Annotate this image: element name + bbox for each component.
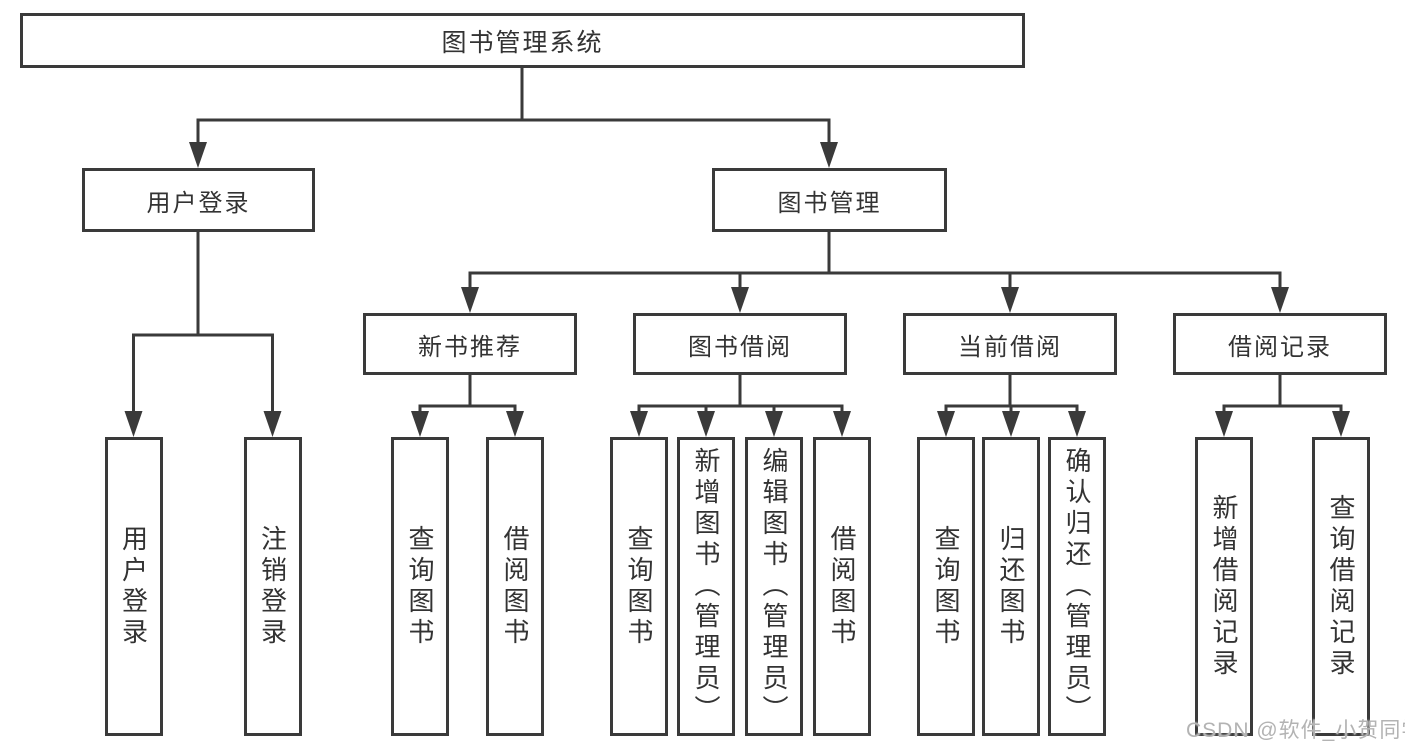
leaf-borrow-books-borrowing: 借阅图书 [813, 437, 871, 736]
leaf-return-book-label: 归还图书 [996, 524, 1026, 649]
leaf-return-book: 归还图书 [982, 437, 1040, 736]
node-new-book-recommendation-label: 新书推荐 [418, 333, 522, 361]
leaf-user-login-label: 用户登录 [118, 524, 149, 649]
node-current-borrowing: 当前借阅 [903, 313, 1117, 375]
leaf-logout-label: 注销登录 [257, 524, 288, 649]
leaf-query-books-borrowing-label: 查询图书 [624, 524, 654, 649]
leaf-add-borrow-record-label: 新增借阅记录 [1209, 493, 1239, 680]
leaf-query-books-borrowing: 查询图书 [610, 437, 668, 736]
leaf-query-borrow-record: 查询借阅记录 [1312, 437, 1370, 736]
leaf-query-borrow-record-label: 查询借阅记录 [1326, 493, 1356, 680]
leaf-add-borrow-record: 新增借阅记录 [1195, 437, 1253, 736]
leaf-borrow-books-recommend: 借阅图书 [486, 437, 544, 736]
node-user-login-label: 用户登录 [146, 189, 251, 217]
leaf-query-books-current-label: 查询图书 [931, 524, 961, 649]
leaf-confirm-return-admin: 确认归还（管理员） [1048, 437, 1106, 736]
leaf-logout: 注销登录 [243, 437, 302, 736]
leaf-query-books-recommend: 查询图书 [391, 437, 449, 736]
node-library-management-system-label: 图书管理系统 [441, 28, 604, 57]
leaf-edit-book-admin-label: 编辑图书（管理员） [759, 447, 789, 726]
leaf-borrow-books-borrowing-label: 借阅图书 [827, 524, 857, 649]
node-book-borrowing-label: 图书借阅 [688, 333, 792, 361]
node-library-management-system: 图书管理系统 [20, 13, 1025, 68]
leaf-user-login: 用户登录 [104, 437, 163, 736]
leaf-borrow-books-recommend-label: 借阅图书 [500, 524, 530, 649]
leaf-add-book-admin-label: 新增图书（管理员） [691, 447, 721, 726]
node-book-borrowing: 图书借阅 [633, 313, 847, 375]
node-new-book-recommendation: 新书推荐 [363, 313, 577, 375]
leaf-edit-book-admin: 编辑图书（管理员） [745, 437, 803, 736]
leaf-query-books-current: 查询图书 [917, 437, 975, 736]
node-book-management: 图书管理 [712, 168, 947, 232]
node-borrowing-records-label: 借阅记录 [1228, 333, 1332, 361]
node-borrowing-records: 借阅记录 [1173, 313, 1387, 375]
leaf-add-book-admin: 新增图书（管理员） [677, 437, 735, 736]
node-user-login: 用户登录 [82, 168, 315, 232]
node-current-borrowing-label: 当前借阅 [958, 333, 1062, 361]
node-book-management-label: 图书管理 [777, 189, 882, 217]
csdn-watermark: CSDN @软件_小贺同学 [1186, 719, 1405, 742]
leaf-query-books-recommend-label: 查询图书 [405, 524, 435, 649]
leaf-confirm-return-admin-label: 确认归还（管理员） [1062, 447, 1092, 726]
